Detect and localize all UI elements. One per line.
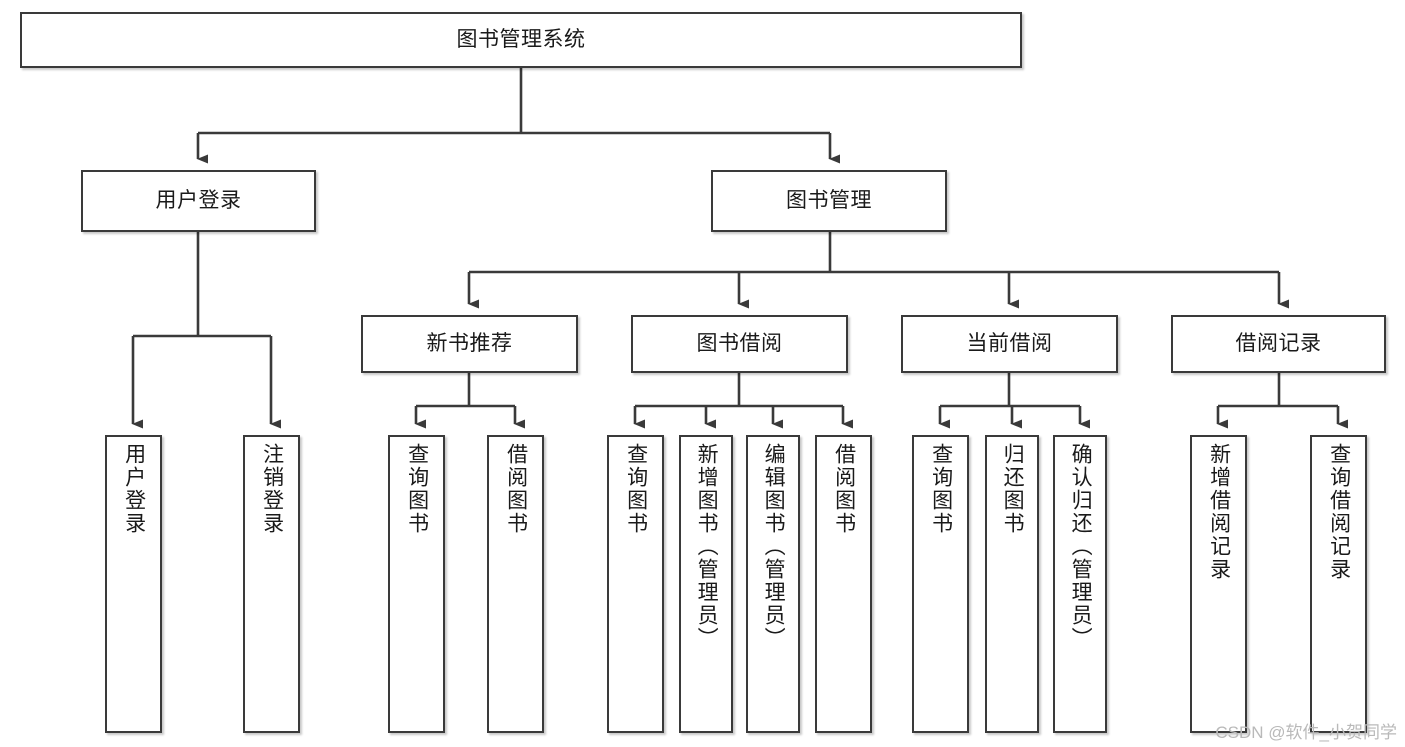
node-leaf-return-book-label: 归还图书 <box>1001 443 1025 535</box>
node-leaf-borrow-book-1[interactable]: 借阅图书 <box>487 435 544 733</box>
node-leaf-borrow-book-2[interactable]: 借阅图书 <box>815 435 872 733</box>
node-leaf-query-book-1[interactable]: 查询图书 <box>388 435 445 733</box>
node-current-borrow[interactable]: 当前借阅 <box>901 315 1118 373</box>
csdn-watermark: CSDN @软件_小贺同学 <box>1215 723 1397 742</box>
node-root[interactable]: 图书管理系统 <box>20 12 1022 68</box>
node-root-label: 图书管理系统 <box>456 27 586 51</box>
node-borrow-record[interactable]: 借阅记录 <box>1171 315 1386 373</box>
node-leaf-query-book-3-label: 查询图书 <box>929 443 953 535</box>
node-leaf-add-record[interactable]: 新增借阅记录 <box>1190 435 1247 733</box>
node-book-manage-label: 图书管理 <box>786 188 872 212</box>
node-leaf-add-book[interactable]: 新增图书（管理员） <box>679 435 733 733</box>
node-new-book-rec-label: 新书推荐 <box>426 331 513 355</box>
node-book-borrow-label: 图书借阅 <box>696 331 783 355</box>
node-leaf-return-book[interactable]: 归还图书 <box>985 435 1039 733</box>
node-current-borrow-label: 当前借阅 <box>966 331 1053 355</box>
node-leaf-borrow-book-1-label: 借阅图书 <box>504 443 528 535</box>
node-leaf-confirm-return[interactable]: 确认归还（管理员） <box>1053 435 1107 733</box>
node-leaf-user-login-label: 用户登录 <box>122 443 146 535</box>
node-new-book-rec[interactable]: 新书推荐 <box>361 315 578 373</box>
node-leaf-add-record-label: 新增借阅记录 <box>1207 443 1231 581</box>
node-leaf-confirm-return-label: 确认归还（管理员） <box>1069 443 1093 650</box>
node-user-login[interactable]: 用户登录 <box>81 170 316 232</box>
node-leaf-logout-label: 注销登录 <box>260 443 284 535</box>
node-user-login-label: 用户登录 <box>155 188 242 212</box>
node-leaf-user-login[interactable]: 用户登录 <box>105 435 162 733</box>
node-leaf-query-book-2[interactable]: 查询图书 <box>607 435 664 733</box>
node-leaf-logout[interactable]: 注销登录 <box>243 435 300 733</box>
node-leaf-query-book-2-label: 查询图书 <box>624 443 648 535</box>
node-book-borrow[interactable]: 图书借阅 <box>631 315 848 373</box>
node-leaf-borrow-book-2-label: 借阅图书 <box>832 443 856 535</box>
node-book-manage[interactable]: 图书管理 <box>711 170 947 232</box>
node-leaf-add-book-label: 新增图书（管理员） <box>695 443 719 650</box>
node-leaf-edit-book[interactable]: 编辑图书（管理员） <box>746 435 800 733</box>
node-leaf-edit-book-label: 编辑图书（管理员） <box>762 443 786 650</box>
node-leaf-query-book-1-label: 查询图书 <box>405 443 429 535</box>
node-leaf-query-record[interactable]: 查询借阅记录 <box>1310 435 1367 733</box>
node-borrow-record-label: 借阅记录 <box>1235 331 1322 355</box>
node-leaf-query-book-3[interactable]: 查询图书 <box>912 435 969 733</box>
node-leaf-query-record-label: 查询借阅记录 <box>1327 443 1351 581</box>
